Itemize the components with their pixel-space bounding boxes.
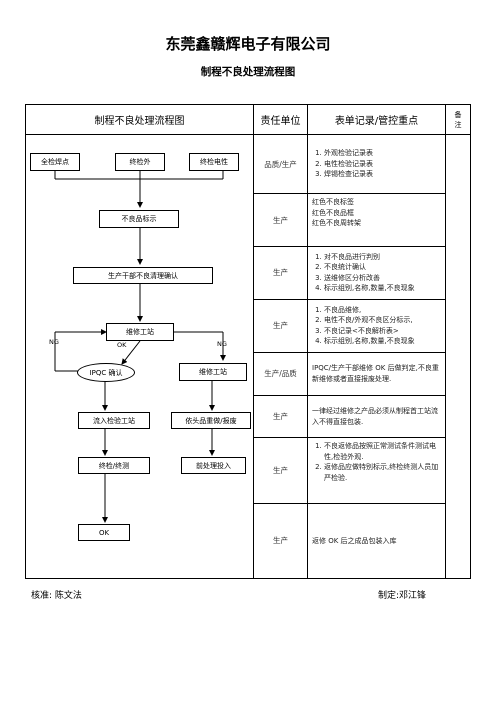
inflow-station-box: 流入检验工站 — [78, 412, 150, 429]
record-item: 送维修区分析改善 — [324, 273, 441, 284]
table-row: 生产 一律经过维修之产品必须从制程首工站流入不得直接包装. — [26, 394, 471, 439]
header-note: 备注 — [445, 104, 471, 135]
ng-left-label: NG — [49, 338, 59, 346]
unit-cell: 生产 — [253, 394, 308, 439]
record-cell: 不良返修品按照正常测试条件测试电性,检验外观. 返修品应做特别标示,终检终测人员… — [307, 437, 446, 504]
full-solder-box: 全检焊点 — [30, 153, 80, 171]
unit-cell: 生产 — [253, 502, 308, 580]
record-item: 不良记录<不良解析表> — [324, 326, 441, 337]
header-record: 表单记录/管控重点 — [307, 104, 446, 135]
record-item: 焊锡检查记录表 — [324, 169, 441, 180]
record-cell: 对不良品进行判别 不良统计确认 送维修区分析改善 标示组别,名称,数量,不良现象 — [307, 246, 446, 300]
ok-label: OK — [117, 341, 127, 349]
record-cell: 不良品维修, 电性不良/外观不良区分标示, 不良记录<不良解析表> 标示组别,名… — [307, 298, 446, 353]
final-electric-box: 终检电性 — [189, 153, 239, 171]
unit-cell: 生产 — [253, 246, 308, 300]
record-item: 标示组别,名称,数量,不良现象 — [324, 283, 441, 294]
record-item: 不良统计确认 — [324, 262, 441, 273]
record-cell: 一律经过维修之产品必须从制程首工站流入不得直接包装. — [307, 394, 446, 439]
table-header-row: 制程不良处理流程图 责任单位 表单记录/管控重点 备注 — [25, 104, 471, 135]
repair-station-box: 维修工站 — [106, 323, 174, 341]
flowchart-connectors — [54, 171, 226, 523]
record-item: 返修品应做特别标示,终检终测人员加严检验. — [324, 462, 441, 483]
flowchart: 全检焊点 终检外 终检电性 不良品标示 生产干部不良清理确认 维修工站 NG O… — [26, 135, 254, 578]
record-item: 返修 OK 后之成品包装入库 — [312, 536, 397, 545]
header-flow: 制程不良处理流程图 — [25, 104, 254, 135]
unit-cell: 品质/生产 — [253, 133, 308, 195]
record-cell: 红色不良标签 红色不良品框 红色不良周转架 — [307, 193, 446, 248]
final-test-box: 终检/终测 — [78, 457, 150, 474]
unit-cell: 生产/品质 — [253, 351, 308, 396]
defect-label-box: 不良品标示 — [99, 210, 179, 228]
record-item: 外观检验记录表 — [324, 148, 441, 159]
process-table: 制程不良处理流程图 责任单位 表单记录/管控重点 备注 — [25, 104, 471, 580]
ipqc-confirm-ellipse: IPQC 确认 — [77, 363, 135, 382]
table-row: 生产 不良品维修, 电性不良/外观不良区分标示, 不良记录<不良解析表> 标示组… — [26, 298, 471, 353]
front-process-box: 前处理投入 — [181, 457, 246, 474]
table-row: 全检焊点 终检外 终检电性 不良品标示 生产干部不良清理确认 维修工站 NG O… — [25, 133, 471, 579]
rework-scrap-box: 依头品重做/报废 — [171, 412, 251, 429]
table-row: 生产 不良返修品按照正常测试条件测试电性,检验外观. 返修品应做特别标示,终检终… — [26, 437, 471, 504]
record-item: 不良返修品按照正常测试条件测试电性,检验外观. — [324, 441, 441, 462]
final-exterior-box: 终检外 — [115, 153, 165, 171]
cadre-confirm-box: 生产干部不良清理确认 — [73, 267, 213, 284]
record-item: 一律经过维修之产品必须从制程首工站流入不得直接包装. — [312, 407, 438, 426]
document-title: 制程不良处理流程图 — [200, 66, 296, 78]
prepare-signature: 制定:邓江锋 — [378, 591, 427, 601]
record-item: 红色不良标签 — [312, 198, 354, 207]
repair-station-2-box: 维修工站 — [179, 363, 247, 381]
flowchart-cell: 全检焊点 终检外 终检电性 不良品标示 生产干部不良清理确认 维修工站 NG O… — [25, 134, 254, 579]
unit-cell: 生产 — [253, 193, 308, 248]
record-cell: IPQC/生产干部维修 OK 后做判定,不良重新维修或者直接报废处理. — [307, 351, 446, 396]
record-item: 红色不良周转架 — [312, 219, 361, 228]
table-row: 生产/品质 IPQC/生产干部维修 OK 后做判定,不良重新维修或者直接报废处理… — [26, 351, 471, 396]
record-cell: 外观检验记录表 电性检验记录表 焊锡检查记录表 — [307, 133, 446, 195]
unit-cell: 生产 — [253, 298, 308, 353]
unit-cell: 生产 — [253, 437, 308, 504]
record-item: 电性不良/外观不良区分标示, — [324, 315, 441, 326]
table-row: 生产 返修 OK 后之成品包装入库 — [26, 502, 471, 580]
record-item: 标示组别,名称,数量,不良现象 — [324, 336, 441, 347]
table-row: 生产 红色不良标签 红色不良品框 红色不良周转架 — [26, 193, 471, 248]
record-item: 不良品维修, — [324, 305, 441, 316]
ng-right-label: NG — [217, 340, 227, 348]
record-item: 对不良品进行判别 — [324, 252, 441, 263]
record-item: IPQC/生产干部维修 OK 后做判定,不良重新维修或者直接报废处理. — [312, 364, 439, 383]
header-unit: 责任单位 — [253, 104, 308, 135]
record-item: 红色不良品框 — [312, 208, 354, 217]
note-cell — [445, 134, 471, 579]
approve-signature: 核准: 陈文法 — [31, 591, 82, 601]
ok-box: OK — [78, 524, 130, 541]
record-item: 电性检验记录表 — [324, 159, 441, 170]
company-title: 东莞鑫赣辉电子有限公司 — [165, 35, 331, 53]
record-cell: 返修 OK 后之成品包装入库 — [307, 502, 446, 580]
